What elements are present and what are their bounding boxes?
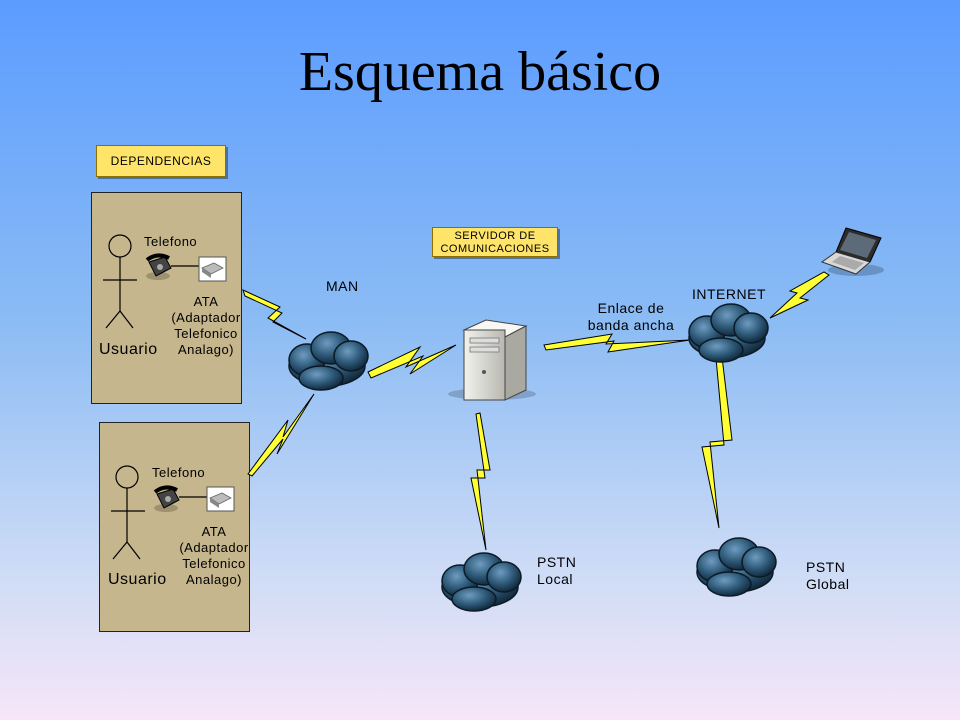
telephone-icon [145,253,172,280]
dependencias-tag: DEPENDENCIAS [96,145,226,177]
servidor-tag: SERVIDOR DE COMUNICACIONES [432,227,558,257]
enlace-label: Enlace de banda ancha [576,300,686,334]
internet-cloud-icon [688,303,769,363]
pstn-global-line1: PSTN [806,559,846,575]
dependency-panel-1 [91,192,242,404]
pstn-local-label: PSTN Local [537,554,576,588]
ata-line: Telefonico [182,556,246,571]
enlace-line2: banda ancha [587,317,675,333]
ata-label-2: ATA (Adaptador Telefonico Analago) [174,524,254,588]
ata-device-icon [206,486,235,512]
dependency-panel-2 [99,422,250,632]
pstn-global-cloud-icon [696,537,777,597]
pstn-local-line2: Local [537,571,573,587]
servidor-label-line2: COMUNICACIONES [440,243,550,255]
pstn-global-label: PSTN Global [806,559,849,593]
ata-line: ATA [193,294,219,309]
usuario-label-2: Usuario [108,571,167,588]
lightning-bolt-5 [470,412,491,551]
lightning-bolt-3 [367,344,457,379]
ata-line: Analago) [185,572,243,587]
server-icon [448,319,536,401]
lightning-bolt-2 [247,393,315,477]
ata-line: (Adaptador [171,310,241,325]
man-cloud-icon [288,331,369,391]
ata-device-icon [198,256,227,282]
servidor-label-line1: SERVIDOR DE [454,230,536,242]
ata-label-1: ATA (Adaptador Telefonico Analago) [166,294,246,358]
internet-label: INTERNET [692,286,766,302]
pstn-global-line2: Global [806,576,850,592]
usuario-figure-icon [103,234,137,329]
page-title: Esquema básico [298,41,662,103]
lightning-bolt-4 [543,333,691,353]
lightning-bolt-7 [769,271,830,319]
ata-line: (Adaptador [179,540,249,555]
enlace-line1: Enlace de [597,300,665,316]
lightning-bolt-6 [701,356,733,529]
man-label: MAN [326,278,359,294]
ata-line: Analago) [177,342,235,357]
ata-line: Telefonico [174,326,238,341]
pstn-local-line1: PSTN [537,554,577,570]
laptop-icon [820,227,884,276]
telephone-icon [153,485,180,512]
ata-line: ATA [201,524,227,539]
usuario-figure-icon [111,465,145,560]
telefono-label-2: Telefono [152,465,206,480]
pstn-local-cloud-icon [441,552,522,612]
usuario-label-1: Usuario [99,341,158,358]
lightning-bolt-1 [242,289,307,340]
telefono-label-1: Telefono [144,234,198,249]
